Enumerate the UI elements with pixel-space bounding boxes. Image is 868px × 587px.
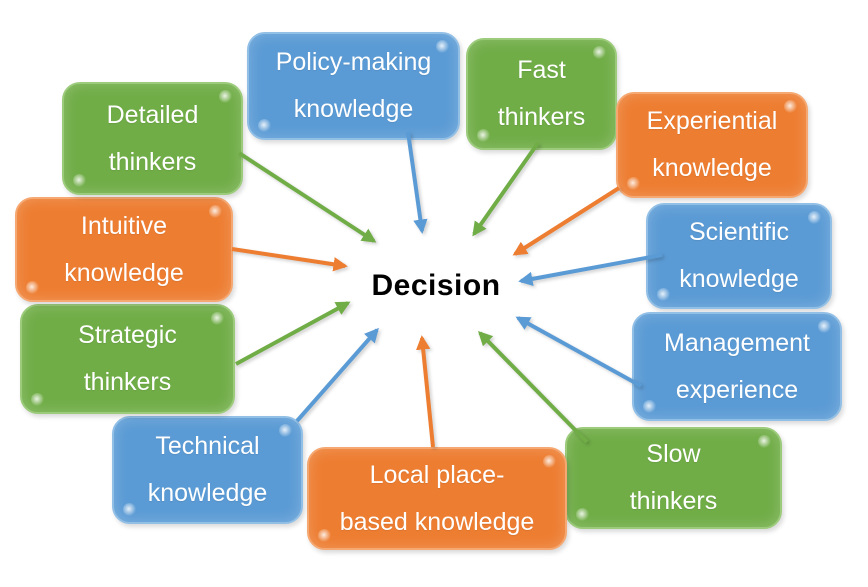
- node-label-line: thinkers: [629, 487, 718, 515]
- arrow-from-management-experience: [515, 316, 642, 388]
- arrow-from-detailed-thinkers: [237, 151, 377, 243]
- node-local-place-based-knowledge: Local place-based knowledge: [307, 447, 567, 550]
- arrow-from-intuitive-knowledge: [231, 247, 348, 272]
- node-label-line: Intuitive: [80, 211, 168, 240]
- node-fast-thinkers: Fast thinkers: [466, 38, 617, 150]
- gloss-highlight-icon: [593, 46, 606, 59]
- node-policy-making-knowledge: Policy-making knowledge: [247, 32, 460, 140]
- arrow-from-fast-thinkers: [472, 141, 540, 237]
- node-detailed-thinkers: Detailed thinkers: [62, 82, 243, 195]
- decision-label: Decision: [371, 269, 501, 302]
- node-label-line: Experiential: [646, 107, 778, 135]
- arrow-from-strategic-thinkers: [235, 301, 351, 366]
- gloss-highlight-icon: [219, 90, 232, 103]
- node-label-line: knowledge: [652, 154, 772, 182]
- node-label-line: Policy-making: [275, 48, 432, 76]
- node-label-line: Slow: [646, 440, 701, 468]
- node-label-line: Detailed: [106, 100, 199, 129]
- gloss-highlight-icon: [543, 455, 556, 468]
- gloss-highlight-icon: [73, 174, 86, 187]
- node-label-line: thinkers: [108, 147, 197, 176]
- arrow-from-policy-making-knowledge: [406, 131, 428, 234]
- node-label-line: experience: [675, 375, 799, 404]
- node-label-line: based knowledge: [339, 507, 535, 536]
- gloss-highlight-icon: [758, 435, 771, 448]
- gloss-highlight-icon: [209, 205, 222, 218]
- node-label-line: Strategic: [78, 321, 177, 349]
- node-label-line: thinkers: [83, 368, 172, 396]
- gloss-highlight-icon: [818, 320, 831, 333]
- gloss-highlight-icon: [31, 393, 44, 406]
- node-management-experience: Management experience: [632, 312, 842, 421]
- gloss-highlight-icon: [26, 281, 39, 294]
- node-label-line: Technical: [155, 432, 260, 460]
- node-experiential-knowledge: Experiential knowledge: [616, 92, 808, 198]
- arrow-from-slow-thinkers: [477, 330, 589, 444]
- node-label-line: Management: [664, 328, 810, 357]
- gloss-highlight-icon: [477, 129, 490, 142]
- node-label-line: Scientific: [688, 218, 790, 246]
- node-label-line: thinkers: [497, 103, 586, 131]
- gloss-highlight-icon: [643, 400, 656, 413]
- gloss-highlight-icon: [279, 424, 292, 437]
- gloss-highlight-icon: [258, 119, 271, 132]
- node-intuitive-knowledge: Intuitive knowledge: [15, 197, 233, 302]
- gloss-highlight-icon: [436, 40, 449, 53]
- arrow-from-scientific-knowledge: [518, 253, 663, 286]
- node-label-line: knowledge: [147, 479, 268, 507]
- gloss-highlight-icon: [808, 211, 821, 224]
- node-label-line: knowledge: [679, 265, 799, 293]
- node-label-line: Fast: [517, 56, 566, 84]
- arrow-from-local-place-based-knowledge: [415, 335, 435, 448]
- arrow-from-technical-knowledge: [295, 327, 379, 423]
- gloss-highlight-icon: [627, 177, 640, 190]
- node-label-line: knowledge: [64, 258, 184, 287]
- gloss-highlight-icon: [123, 503, 136, 516]
- node-technical-knowledge: Technical knowledge: [112, 416, 303, 524]
- node-strategic-thinkers: Strategic thinkers: [20, 304, 235, 414]
- gloss-highlight-icon: [211, 312, 224, 325]
- node-scientific-knowledge: Scientific knowledge: [646, 203, 832, 309]
- gloss-highlight-icon: [657, 288, 670, 301]
- gloss-highlight-icon: [784, 100, 797, 113]
- gloss-highlight-icon: [576, 508, 589, 521]
- node-label-line: Local place-: [369, 460, 505, 489]
- gloss-highlight-icon: [318, 529, 331, 542]
- node-slow-thinkers: Slow thinkers: [565, 427, 782, 529]
- node-label-line: knowledge: [293, 95, 414, 123]
- arrow-from-experiential-knowledge: [512, 186, 621, 256]
